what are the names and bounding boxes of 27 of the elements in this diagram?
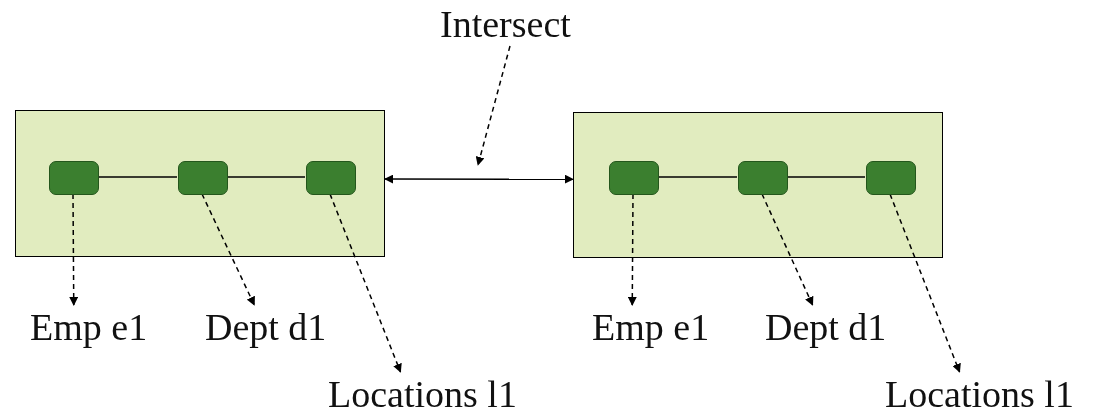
- text-label: Dept d1: [765, 305, 887, 349]
- leader-arrow: [627, 193, 637, 306]
- leader-arrow: [329, 193, 402, 373]
- node-box: [738, 161, 788, 195]
- text-label: Locations l1: [328, 372, 517, 416]
- node-box: [609, 161, 659, 195]
- connector-line: [657, 176, 738, 178]
- text-label: Emp e1: [30, 305, 148, 349]
- leader-arrow: [201, 193, 256, 306]
- leader-arrow: [889, 193, 961, 373]
- connector-line: [786, 176, 866, 178]
- text-label: Locations l1: [885, 372, 1074, 416]
- double-arrow: [384, 174, 574, 184]
- node-box: [306, 161, 356, 195]
- node-box: [866, 161, 916, 195]
- panel-box: [573, 112, 943, 258]
- connector-line: [226, 176, 306, 178]
- leader-arrow: [69, 193, 79, 306]
- node-box: [49, 161, 99, 195]
- leader-arrow: [761, 193, 814, 306]
- text-label: Emp e1: [592, 305, 710, 349]
- connector-line: [97, 176, 178, 178]
- leader-arrow: [475, 45, 511, 166]
- panel-box: [15, 110, 385, 257]
- text-label: Dept d1: [205, 305, 327, 349]
- node-box: [178, 161, 228, 195]
- text-label: Intersect: [440, 2, 571, 46]
